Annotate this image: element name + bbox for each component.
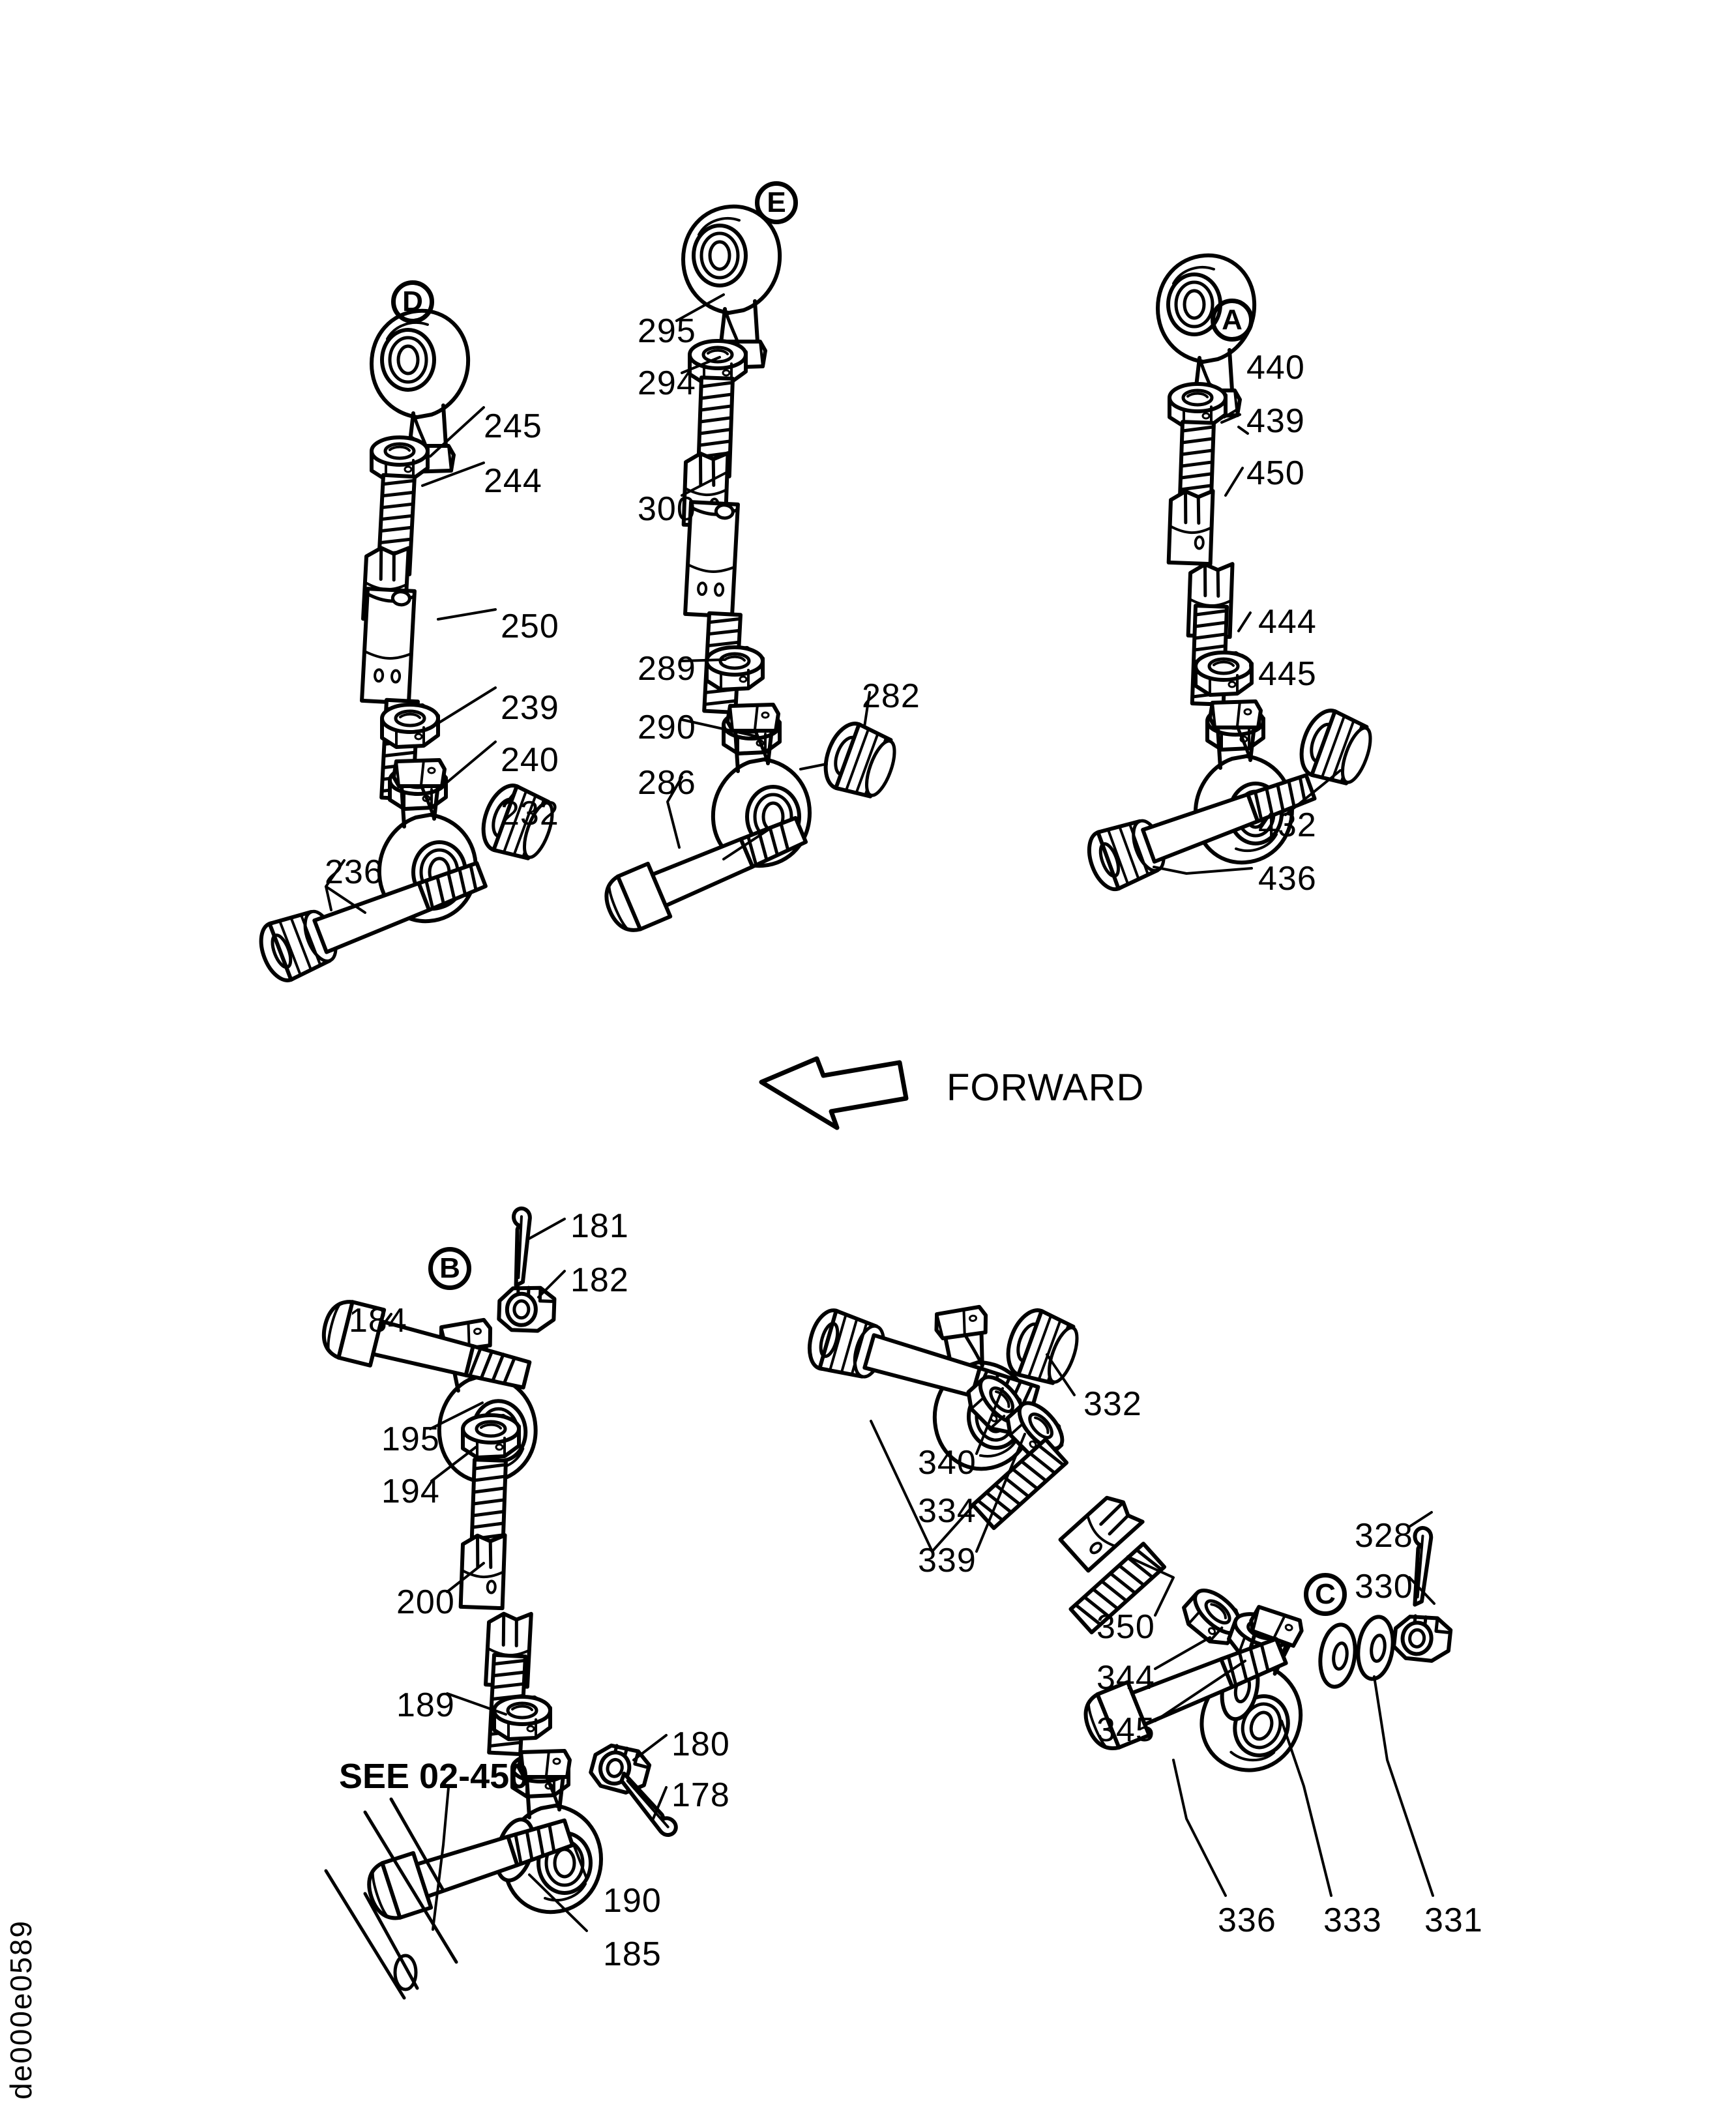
callout-282: 282 (862, 677, 920, 715)
callout-295: 295 (638, 312, 696, 350)
callout-444: 444 (1258, 603, 1317, 641)
callout-240: 240 (501, 741, 559, 779)
callout-185: 185 (603, 1935, 662, 1973)
callout-289: 289 (638, 650, 696, 688)
callout-190: 190 (603, 1882, 662, 1920)
callout-331: 331 (1424, 1901, 1483, 1939)
callout-333: 333 (1323, 1901, 1382, 1939)
callout-180: 180 (671, 1725, 730, 1763)
callout-440: 440 (1246, 349, 1305, 387)
assembly-b-artwork (318, 1208, 679, 2000)
callout-330: 330 (1355, 1568, 1413, 1606)
assembly-c-artwork (803, 1302, 1452, 1897)
callout-178: 178 (671, 1776, 730, 1814)
group-marker-a: A (1211, 299, 1254, 342)
forward-label: FORWARD (947, 1066, 1145, 1109)
callout-450: 450 (1246, 454, 1305, 492)
callout-200: 200 (396, 1583, 455, 1621)
callout-340: 340 (918, 1444, 977, 1482)
callout-344: 344 (1096, 1659, 1155, 1697)
callout-432: 432 (1258, 806, 1317, 844)
group-marker-e: E (755, 181, 798, 224)
assembly-d-artwork (254, 311, 559, 986)
callout-244: 244 (484, 462, 542, 500)
callout-250: 250 (501, 608, 559, 645)
see-reference-label: SEE 02-450 (339, 1757, 529, 1796)
callout-195: 195 (381, 1420, 440, 1458)
sheet-code: de000e0589 (4, 1920, 38, 2100)
group-marker-b: B (428, 1247, 471, 1290)
callout-236: 236 (325, 853, 383, 891)
callout-245: 245 (484, 407, 542, 445)
callout-445: 445 (1258, 655, 1317, 693)
callout-194: 194 (381, 1473, 440, 1510)
callout-181: 181 (570, 1207, 629, 1245)
callout-328: 328 (1355, 1517, 1413, 1555)
callout-350: 350 (1096, 1608, 1155, 1646)
callout-436: 436 (1258, 860, 1317, 898)
group-marker-d: D (391, 280, 434, 323)
assembly-e-artwork (598, 207, 902, 937)
callout-294: 294 (638, 364, 696, 402)
callout-189: 189 (396, 1686, 455, 1724)
callout-239: 239 (501, 689, 559, 727)
callout-439: 439 (1246, 402, 1305, 440)
callout-300: 300 (638, 490, 696, 528)
callout-336: 336 (1218, 1901, 1276, 1939)
callout-332: 332 (1083, 1385, 1142, 1423)
callout-184: 184 (349, 1302, 407, 1340)
forward-arrow-icon (759, 1056, 909, 1130)
callout-290: 290 (638, 709, 696, 746)
callout-286: 286 (638, 764, 696, 802)
callout-232: 232 (501, 795, 559, 832)
assembly-a-artwork (1082, 256, 1378, 894)
callout-339: 339 (918, 1542, 977, 1579)
group-marker-c: C (1304, 1573, 1347, 1616)
callout-334: 334 (918, 1492, 977, 1530)
callout-182: 182 (570, 1261, 629, 1299)
callout-345: 345 (1096, 1711, 1155, 1749)
